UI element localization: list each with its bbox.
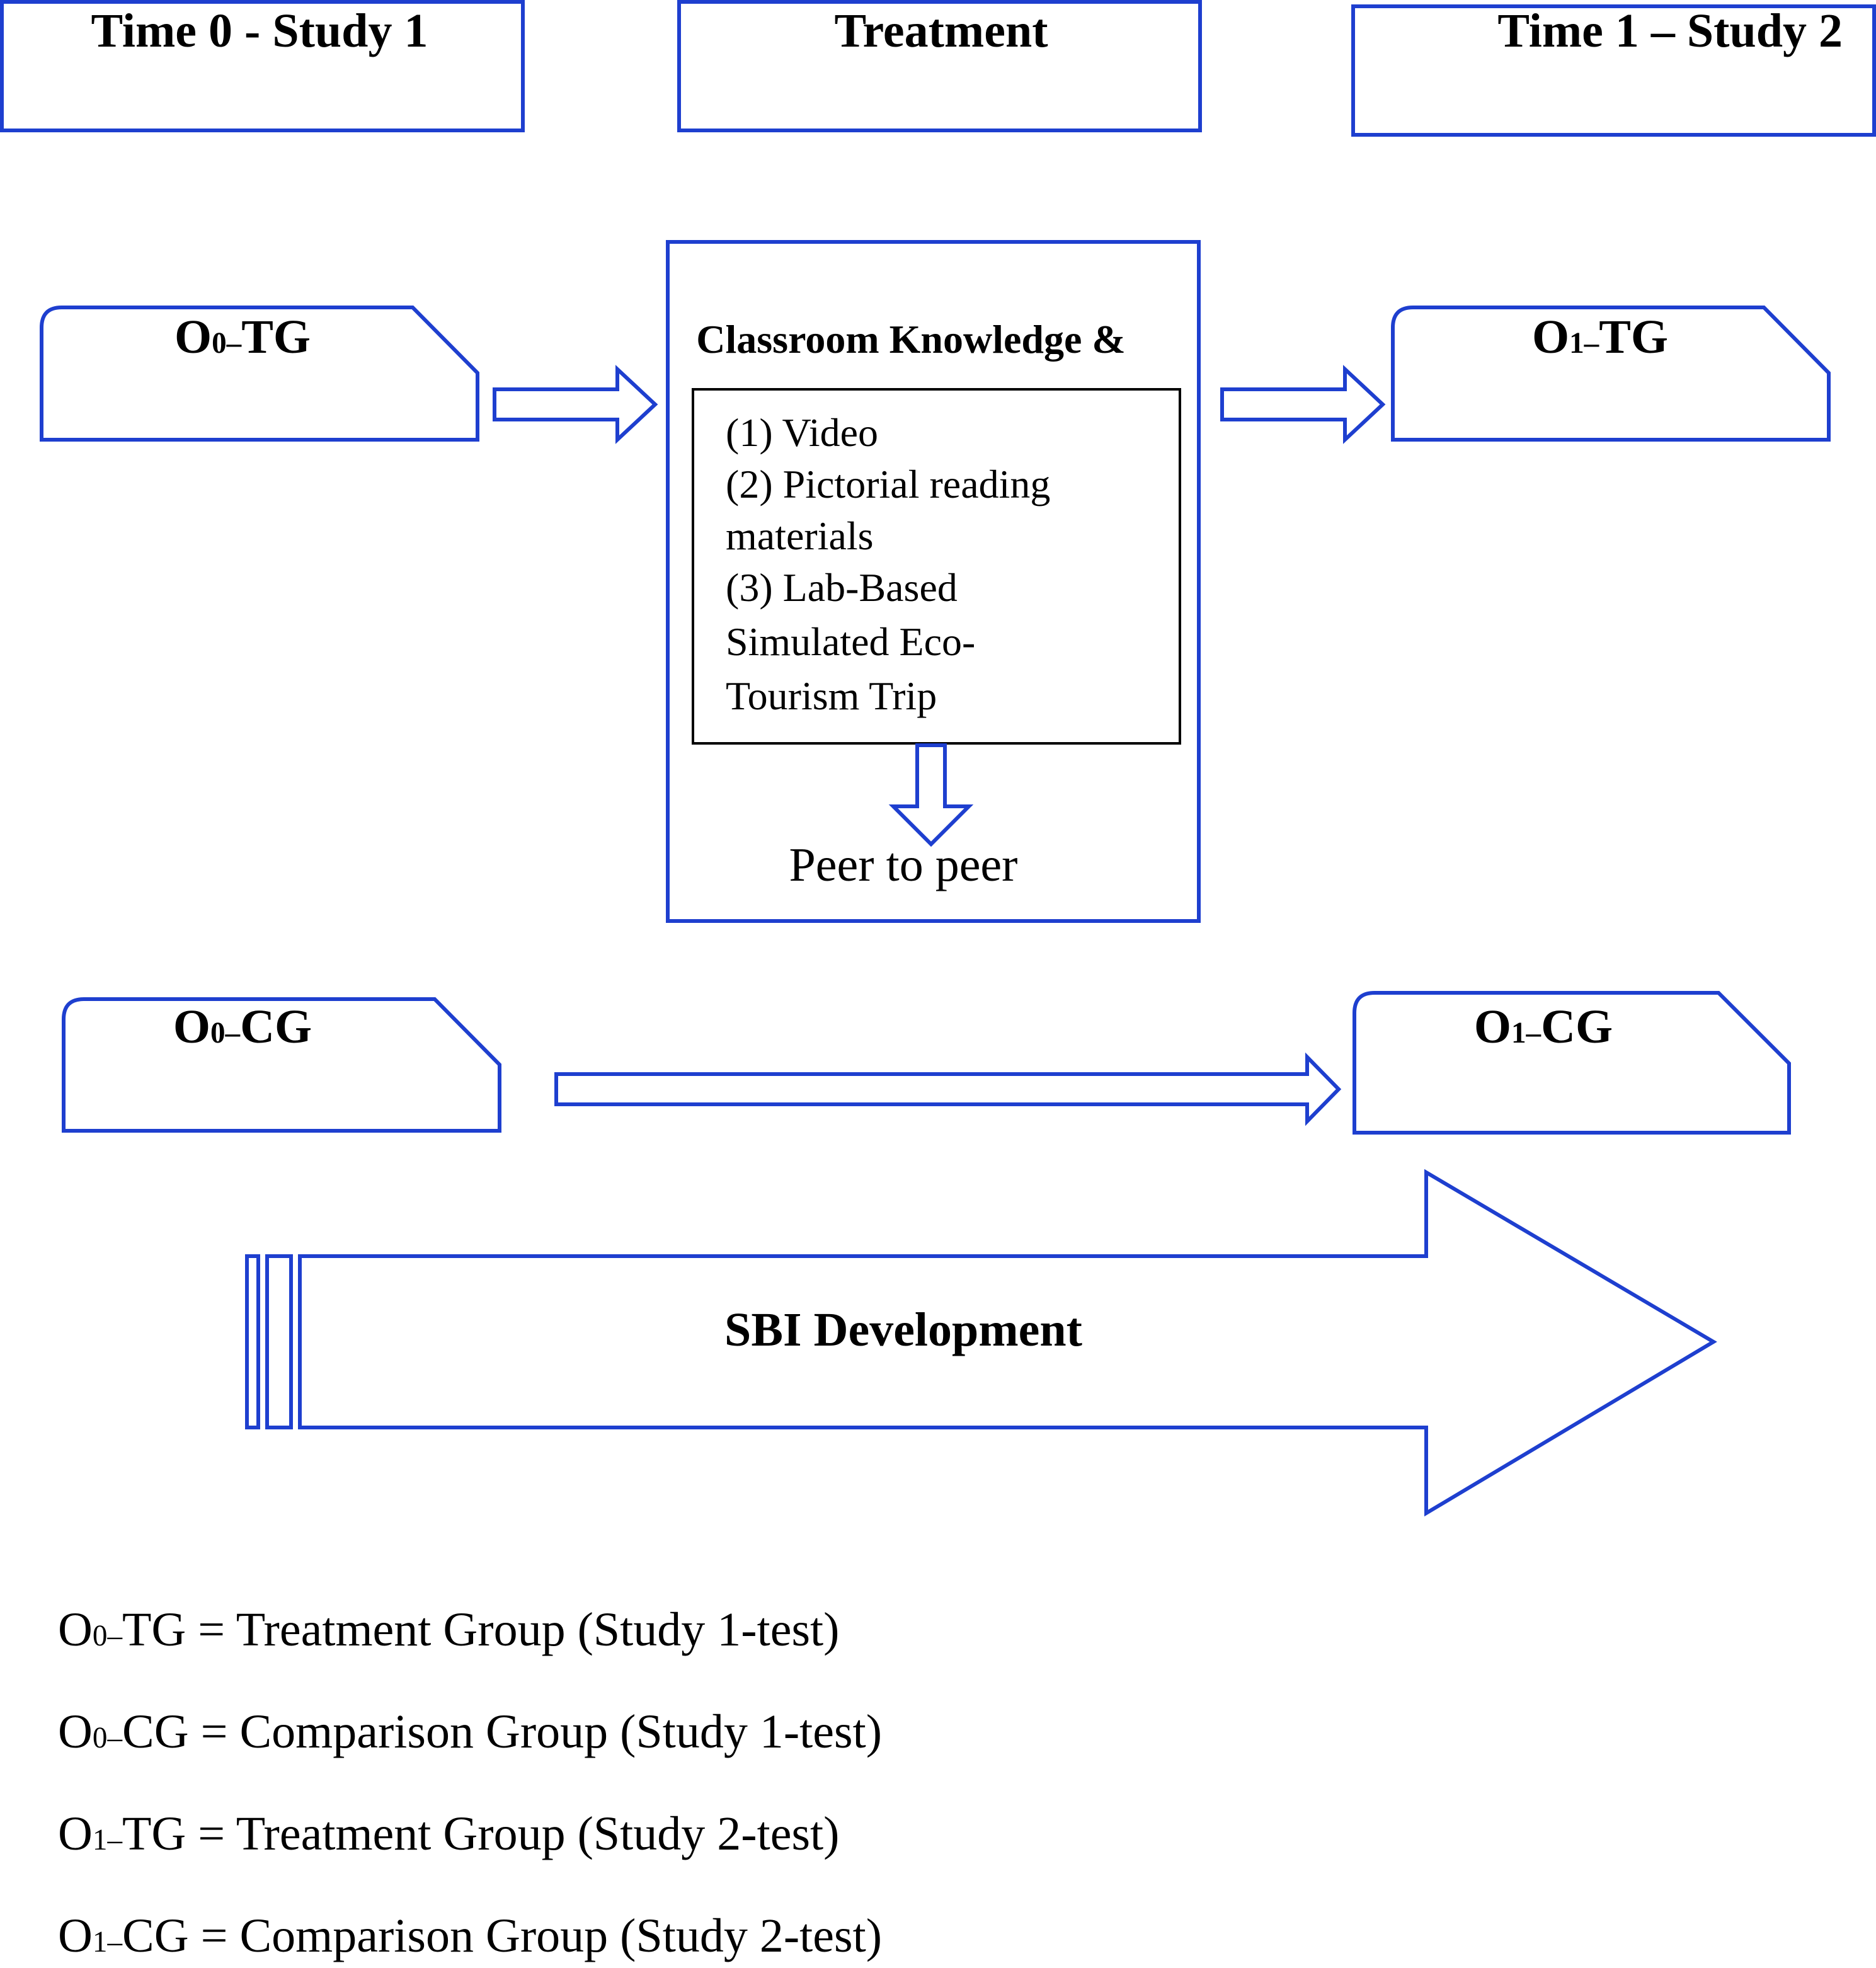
tab-o1-tg-label: O1–TG xyxy=(1532,311,1668,363)
tab-o0-cg-label: O0–CG xyxy=(173,1000,312,1053)
legend-item: O1–TG = Treatment Group (Study 2-test) xyxy=(58,1807,839,1860)
header-treatment: Treatment xyxy=(677,0,1202,132)
peer-to-peer-label: Peer to peer xyxy=(789,838,1018,891)
header-treatment-label: Treatment xyxy=(834,4,1048,57)
sbi-development-label: SBI Development xyxy=(724,1303,1082,1356)
header-time0-label: Time 0 - Study 1 xyxy=(91,4,428,57)
method-line: Tourism Trip xyxy=(726,673,937,718)
arrow-to-o1-tg xyxy=(1220,365,1386,444)
header-time1: Time 1 – Study 2 xyxy=(1351,4,1876,137)
method-line: Simulated Eco- xyxy=(726,619,975,664)
tab-o1-tg: O1–TG xyxy=(1391,306,1831,442)
legend-item: O0–TG = Treatment Group (Study 1-test) xyxy=(58,1603,839,1656)
treatment-box: Classroom Knowledge & (1) Video (2) Pict… xyxy=(666,240,1201,923)
arrow-cg-long xyxy=(554,1052,1342,1126)
treatment-methods-box xyxy=(692,388,1181,745)
legend-item: O0–CG = Comparison Group (Study 1-test) xyxy=(58,1705,882,1758)
sbi-development-arrow: SBI Development xyxy=(245,1169,1717,1517)
tab-o0-tg: O0–TG xyxy=(40,306,479,442)
legend-item: O1–CG = Comparison Group (Study 2-test) xyxy=(58,1909,882,1962)
arrow-to-treatment xyxy=(493,365,658,444)
legend: O0–TG = Treatment Group (Study 1-test) O… xyxy=(58,1603,882,1962)
header-time1-label: Time 1 – Study 2 xyxy=(1497,4,1843,57)
arrow-down-to-peer xyxy=(888,743,974,847)
tab-o0-tg-label: O0–TG xyxy=(174,311,311,363)
method-line: materials xyxy=(726,513,874,558)
method-line: (3) Lab-Based xyxy=(726,565,958,610)
method-line: (2) Pictorial reading xyxy=(726,462,1050,506)
treatment-title: Classroom Knowledge & xyxy=(696,317,1125,362)
method-line: (1) Video xyxy=(726,410,878,455)
tab-o0-cg: O0–CG xyxy=(62,997,501,1133)
tab-o1-cg-label: O1–CG xyxy=(1474,1000,1613,1053)
tab-o1-cg: O1–CG xyxy=(1353,991,1791,1135)
header-time0: Time 0 - Study 1 xyxy=(0,0,525,132)
